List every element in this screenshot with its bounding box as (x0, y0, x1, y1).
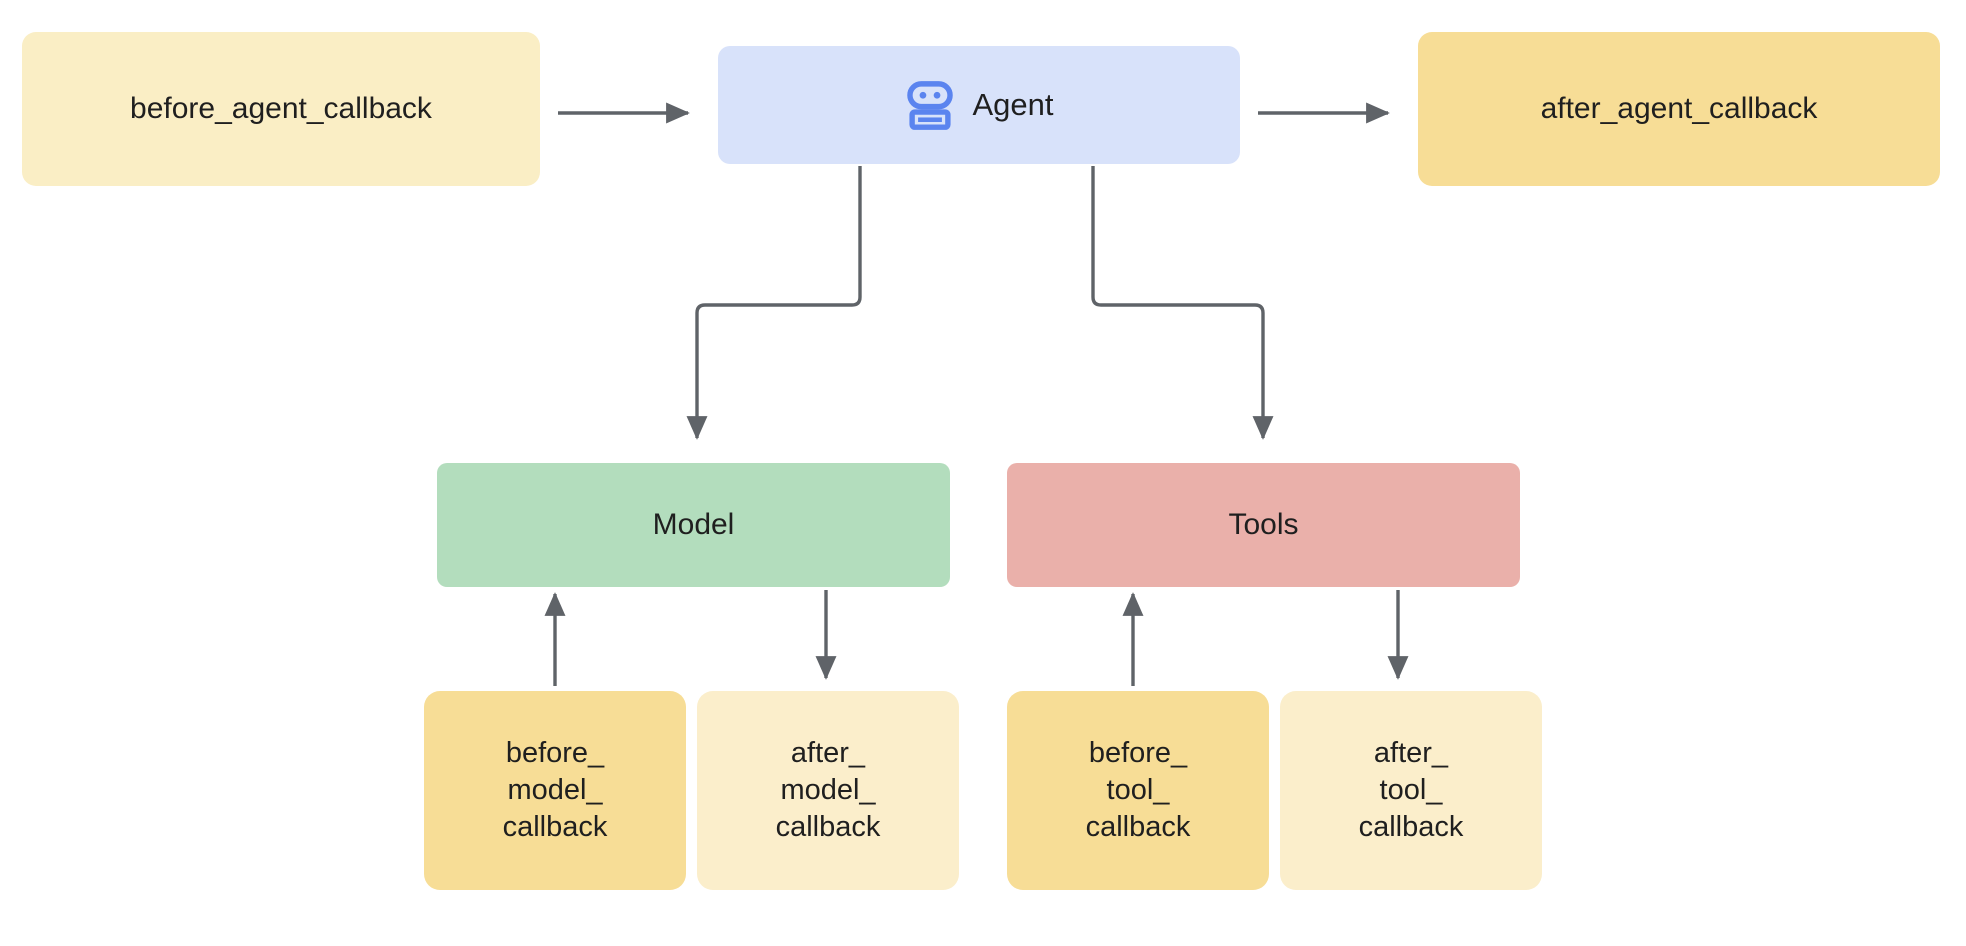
node-before-model-callback[interactable]: before_ model_ callback (424, 691, 686, 890)
node-after-tool-callback[interactable]: after_ tool_ callback (1280, 691, 1542, 890)
robot-icon (907, 81, 954, 130)
node-after-agent-callback[interactable]: after_agent_callback (1418, 32, 1940, 186)
node-before-agent-callback-label: before_agent_callback (130, 91, 432, 125)
node-agent[interactable]: Agent (718, 46, 1240, 164)
node-before-tool-callback-label: before_ tool_ callback (1085, 736, 1191, 844)
edge-agent-to-tools (1091, 166, 1274, 440)
node-after-agent-callback-label: after_agent_callback (1540, 91, 1818, 125)
node-tools-label: Tools (1228, 507, 1299, 541)
node-tools[interactable]: Tools (1007, 463, 1520, 587)
agent-content: Agent (904, 79, 1054, 131)
node-after-tool-callback-label: after_ tool_ callback (1358, 736, 1464, 844)
node-before-tool-callback[interactable]: before_ tool_ callback (1007, 691, 1269, 890)
edge-agent-to-model (686, 166, 862, 440)
node-model-label: Model (652, 507, 735, 541)
node-model[interactable]: Model (437, 463, 950, 587)
node-after-model-callback-label: after_ model_ callback (775, 736, 881, 844)
node-before-model-callback-label: before_ model_ callback (502, 736, 608, 844)
node-after-model-callback[interactable]: after_ model_ callback (697, 691, 959, 890)
node-agent-label: Agent (972, 87, 1054, 123)
node-before-agent-callback[interactable]: before_agent_callback (22, 32, 540, 186)
